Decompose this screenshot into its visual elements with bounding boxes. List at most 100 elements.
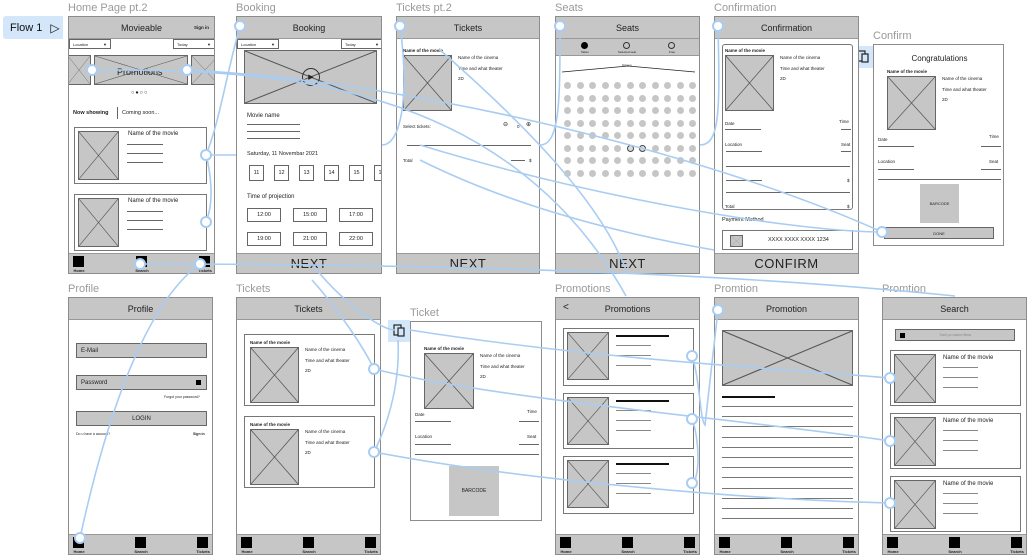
nav-tickets-label[interactable]: Tickets xyxy=(196,549,210,554)
location-dropdown[interactable]: Location▼ xyxy=(237,39,279,49)
seat[interactable] xyxy=(689,132,696,139)
movie-card[interactable]: Name of the movie xyxy=(890,413,1021,469)
home-icon[interactable] xyxy=(887,537,898,548)
done-button[interactable]: DONE xyxy=(884,227,994,239)
seat[interactable] xyxy=(589,132,596,139)
date-dropdown[interactable]: Today▼ xyxy=(341,39,381,49)
seat[interactable] xyxy=(564,157,571,164)
seat[interactable] xyxy=(564,144,571,152)
payment-card[interactable]: XXXX XXXX XXXX 1234 xyxy=(722,230,853,250)
promotion-card[interactable] xyxy=(563,456,694,514)
nav-tickets-label[interactable]: Tickets xyxy=(842,549,856,554)
nav-tickets-label[interactable]: Tickets xyxy=(198,268,212,273)
movie-card[interactable]: Name of the movie xyxy=(74,194,207,251)
seat[interactable] xyxy=(589,119,596,127)
seat[interactable] xyxy=(689,107,696,114)
search-input[interactable]: Traži po nazivu filma xyxy=(895,329,1015,341)
seat-selected[interactable] xyxy=(639,144,646,152)
seat[interactable] xyxy=(676,94,684,102)
nav-home-label[interactable]: Home xyxy=(560,549,572,554)
seat[interactable] xyxy=(576,169,584,177)
seat[interactable] xyxy=(639,82,646,89)
seat[interactable] xyxy=(689,119,696,127)
copy-overlay-icon[interactable] xyxy=(388,320,410,342)
seat[interactable] xyxy=(626,119,634,127)
seat[interactable] xyxy=(576,144,584,152)
seat[interactable] xyxy=(651,169,659,177)
nav-search-label[interactable]: Search xyxy=(134,549,148,554)
seat[interactable] xyxy=(601,157,609,164)
seat[interactable] xyxy=(626,169,634,177)
seat[interactable] xyxy=(589,157,596,164)
seat[interactable] xyxy=(564,119,571,127)
confirm-button[interactable]: CONFIRM xyxy=(715,253,858,273)
seat[interactable] xyxy=(564,82,571,89)
seat[interactable] xyxy=(589,94,596,102)
seat[interactable] xyxy=(601,169,609,177)
seat[interactable] xyxy=(614,144,621,152)
login-button[interactable]: LOGIN xyxy=(76,411,207,426)
nav-home-label[interactable]: Home xyxy=(73,268,85,273)
seat[interactable] xyxy=(614,157,621,164)
seat[interactable] xyxy=(664,169,671,177)
seat[interactable] xyxy=(676,82,684,89)
seat[interactable] xyxy=(651,107,659,114)
nav-tickets-label[interactable]: Tickets xyxy=(683,549,697,554)
tickets-icon[interactable] xyxy=(365,537,376,548)
image-placeholder[interactable]: Promotions xyxy=(94,55,188,85)
seat[interactable] xyxy=(576,157,584,164)
day-button[interactable]: 11 xyxy=(249,165,264,181)
seat[interactable] xyxy=(651,82,659,89)
seat[interactable] xyxy=(589,82,596,89)
search-icon[interactable] xyxy=(781,537,792,548)
seat[interactable] xyxy=(639,132,646,139)
tickets-icon[interactable] xyxy=(197,537,208,548)
sign-in-link[interactable]: Sign in xyxy=(193,432,205,436)
next-button[interactable]: NEXT xyxy=(556,253,699,273)
seat[interactable] xyxy=(576,119,584,127)
time-button[interactable]: 19:00 xyxy=(247,232,281,246)
flow-1-button[interactable]: Flow 1▷ xyxy=(3,16,63,39)
seat[interactable] xyxy=(589,144,596,152)
home-icon[interactable] xyxy=(241,537,252,548)
seat[interactable] xyxy=(639,157,646,164)
promotion-card[interactable] xyxy=(563,328,694,386)
home-icon[interactable] xyxy=(73,537,84,548)
movie-card[interactable]: Name of the movie xyxy=(74,127,207,184)
seat[interactable] xyxy=(601,144,609,152)
play-icon[interactable]: ▶ xyxy=(302,68,320,86)
next-button[interactable]: NEXT xyxy=(237,253,381,273)
seat[interactable] xyxy=(614,119,621,127)
seat[interactable] xyxy=(676,157,684,164)
nav-search-label[interactable]: Search xyxy=(621,549,635,554)
seat[interactable] xyxy=(564,107,571,114)
seat[interactable] xyxy=(676,119,684,127)
seat[interactable] xyxy=(626,82,634,89)
seat[interactable] xyxy=(689,82,696,89)
nav-home-label[interactable]: Home xyxy=(887,549,899,554)
seat[interactable] xyxy=(639,119,646,127)
seat[interactable] xyxy=(576,94,584,102)
minus-icon[interactable]: ⊖ xyxy=(503,122,509,128)
seat[interactable] xyxy=(614,132,621,139)
seat[interactable] xyxy=(651,144,659,152)
nav-tickets-label[interactable]: Tickets xyxy=(364,549,378,554)
tickets-icon[interactable] xyxy=(843,537,854,548)
seat[interactable] xyxy=(626,94,634,102)
seat[interactable] xyxy=(639,107,646,114)
seat[interactable] xyxy=(614,169,621,177)
day-button[interactable]: 14 xyxy=(324,165,339,181)
day-button[interactable]: 13 xyxy=(299,165,314,181)
seat[interactable] xyxy=(639,94,646,102)
time-button[interactable]: 12:00 xyxy=(247,208,281,222)
nav-home-label[interactable]: Home xyxy=(73,549,85,554)
